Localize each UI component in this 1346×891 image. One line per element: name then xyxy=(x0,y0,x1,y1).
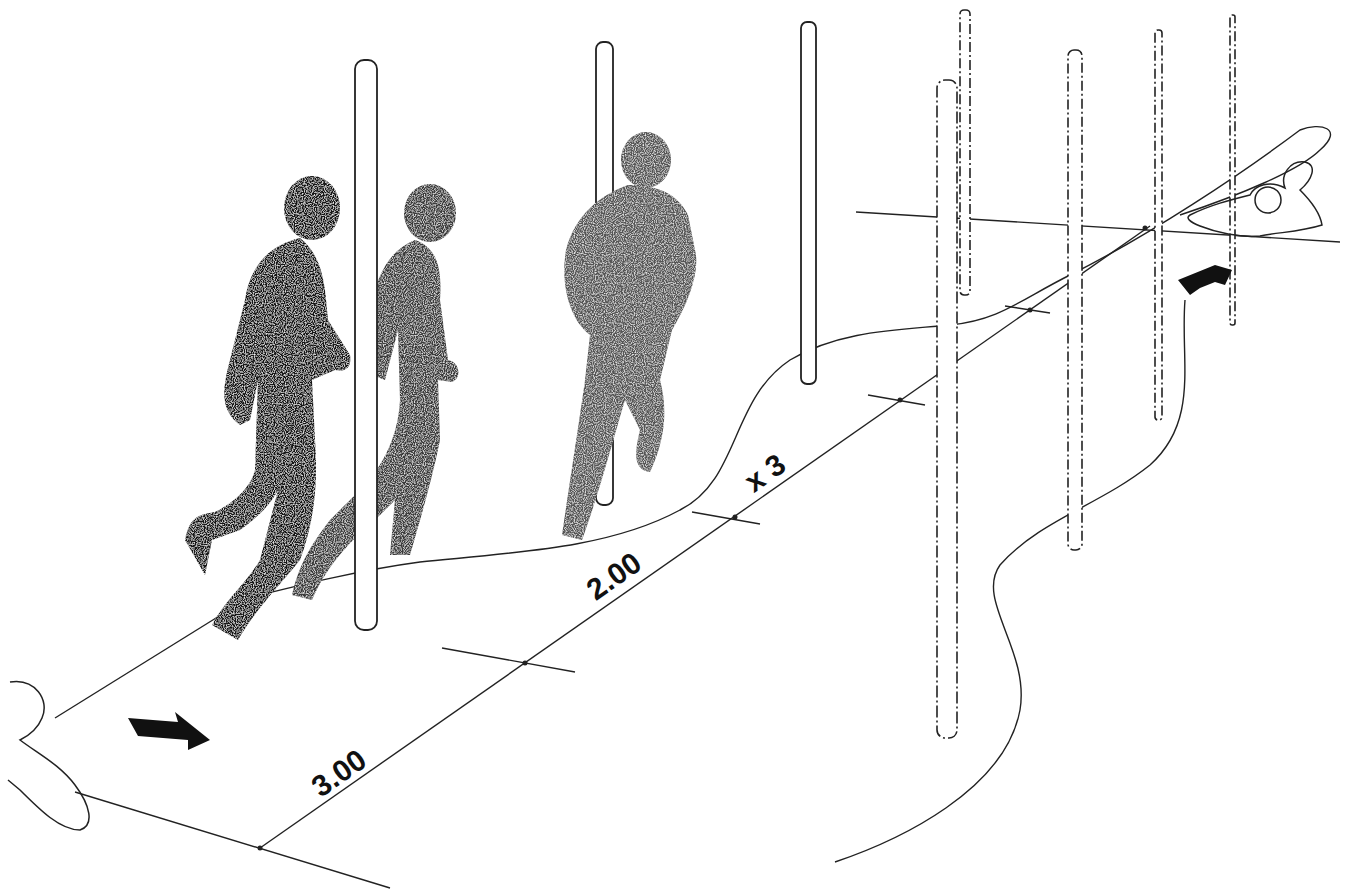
slalom-pole xyxy=(960,10,970,295)
tick-dot xyxy=(898,398,903,403)
runner-head xyxy=(621,132,671,188)
figures-outline xyxy=(8,162,1322,830)
dimension-label: 2.00 xyxy=(581,547,646,605)
dimension-line xyxy=(260,226,1150,848)
runner-body xyxy=(562,185,696,540)
tick-dot xyxy=(733,515,738,520)
tick-dot xyxy=(523,661,528,666)
slalom-pole xyxy=(355,60,377,630)
runner-far xyxy=(562,132,696,540)
dimension-tick xyxy=(868,395,925,405)
slalom-pole xyxy=(1068,50,1082,550)
finish-line xyxy=(856,212,1340,242)
slalom-pole xyxy=(937,80,957,738)
slalom-pole xyxy=(1230,15,1235,325)
far-poles xyxy=(937,10,1235,738)
dimension-tick xyxy=(442,648,575,672)
return-path xyxy=(835,300,1185,862)
dimension-label: x 3 xyxy=(739,449,790,498)
runner-head xyxy=(284,176,340,240)
tick-dot xyxy=(1143,226,1148,231)
course-lines xyxy=(55,127,1340,888)
slalom-pole xyxy=(1155,30,1162,420)
dimension-marks xyxy=(258,226,1148,851)
finish-figure-head xyxy=(1255,187,1281,213)
tick-dot xyxy=(1028,308,1033,313)
direction-arrow xyxy=(128,712,210,750)
starter-figure xyxy=(8,682,89,830)
finish-figure xyxy=(1188,162,1322,237)
runner-body xyxy=(185,238,350,640)
tick-dot xyxy=(258,846,263,851)
runner-near xyxy=(185,176,350,640)
slalom-pole xyxy=(801,22,816,384)
run-path xyxy=(240,127,1330,600)
direction-arrow xyxy=(1178,265,1232,295)
start-line xyxy=(75,792,390,888)
runner-head xyxy=(404,184,456,242)
dimension-tick xyxy=(692,512,760,524)
